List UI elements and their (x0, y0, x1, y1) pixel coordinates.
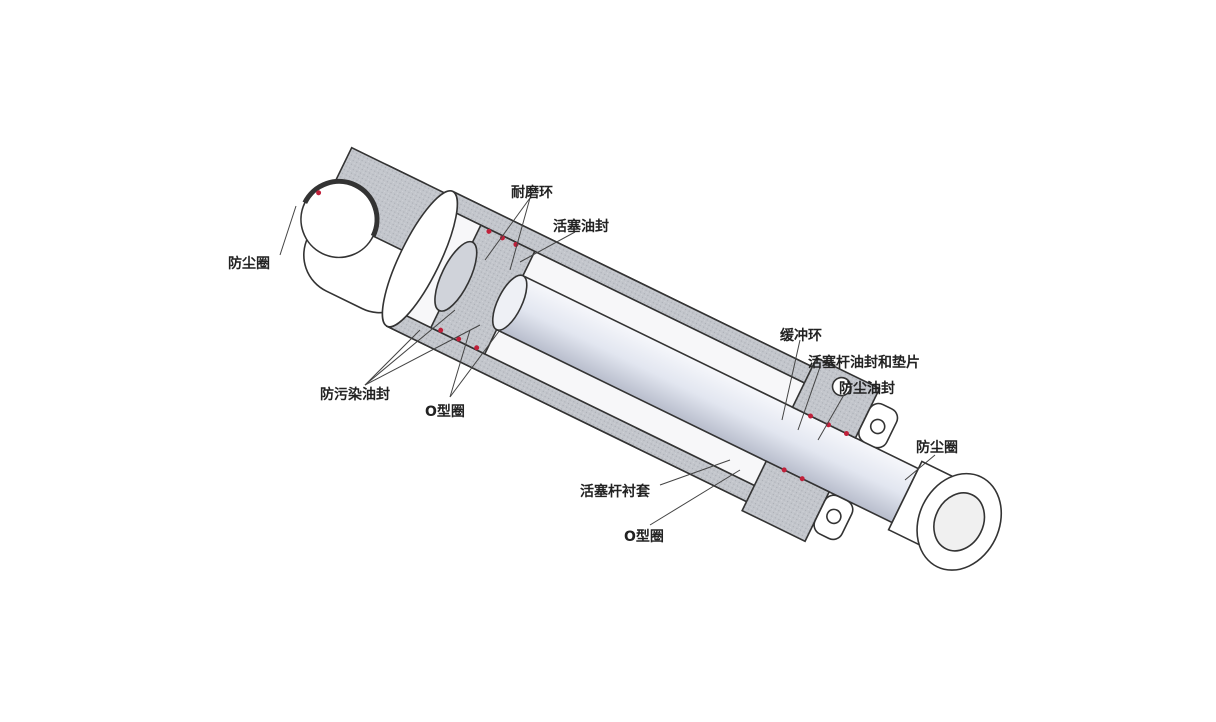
label-o-ring-bottom: O型圈 (624, 529, 664, 545)
seal-markers (316, 190, 849, 482)
leader-lines (279, 197, 936, 526)
label-rod-bushing: 活塞杆衬套 (580, 484, 650, 500)
label-contamination-seal: 防污染油封 (320, 387, 390, 403)
label-piston-seal: 活塞油封 (553, 219, 609, 235)
label-rod-seal-and-washer: 活塞杆油封和垫片 (808, 355, 920, 371)
label-o-ring-left: O型圈 (425, 404, 465, 420)
rod-gland (741, 356, 899, 543)
label-dust-ring-left: 防尘圈 (228, 256, 270, 272)
rod-eye (887, 460, 1003, 571)
label-wear-ring: 耐磨环 (511, 185, 553, 201)
label-dust-seal: 防尘油封 (839, 381, 895, 397)
label-dust-ring-right: 防尘圈 (916, 440, 958, 456)
label-cushion-ring: 缓冲环 (780, 328, 822, 344)
